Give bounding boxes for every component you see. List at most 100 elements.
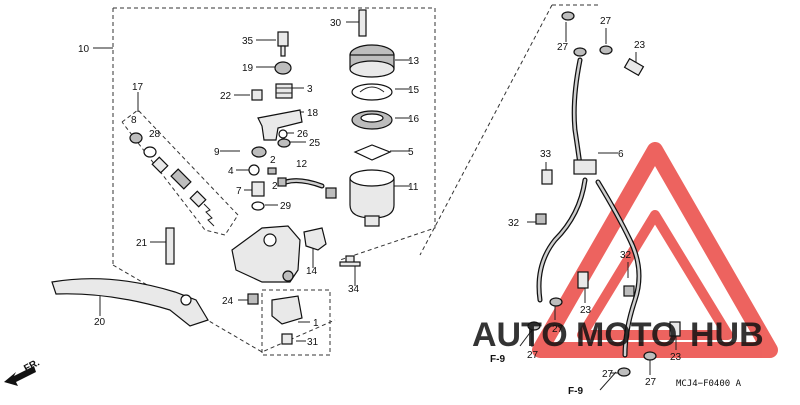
part-23-bolt-c xyxy=(669,321,681,337)
fr-label: FR. xyxy=(22,357,42,374)
callout-25: 25 xyxy=(309,138,321,149)
hose-joint xyxy=(573,159,597,175)
callout-8: 8 xyxy=(131,115,137,126)
drawing-code: MCJ4−F0400 A xyxy=(676,379,742,389)
part-15-detail xyxy=(359,86,385,93)
callout-1: 1 xyxy=(313,318,319,329)
callout-22: 22 xyxy=(220,91,232,102)
part-27-washer-e xyxy=(549,297,563,307)
subassembly-frame-1 xyxy=(261,289,331,356)
part-29-washer xyxy=(251,201,265,211)
part-11-rim xyxy=(349,169,395,187)
part-14-clamp xyxy=(303,227,327,251)
part-24-nut xyxy=(247,293,259,305)
part-27-washer-c xyxy=(599,45,613,55)
part-clip-c xyxy=(325,187,337,199)
callout-27a: 27 xyxy=(557,42,569,53)
callout-13: 13 xyxy=(408,56,420,67)
callout-34: 34 xyxy=(348,284,360,295)
part-21-bolt xyxy=(165,227,175,265)
part-16-detail xyxy=(360,113,384,123)
callout-17: 17 xyxy=(132,82,144,93)
callout-5: 5 xyxy=(408,147,414,158)
part-32-clamp-b xyxy=(623,285,635,297)
part-18-bracket xyxy=(257,109,303,141)
watermark-moto: MOTO xyxy=(576,316,677,354)
callout-31: 31 xyxy=(307,337,319,348)
hose-frame xyxy=(419,4,553,256)
part-35-bolt xyxy=(277,31,289,47)
part-27-washer-f xyxy=(617,367,631,377)
callout-15: 15 xyxy=(408,85,420,96)
part-9-grommet xyxy=(251,146,267,158)
callout-32b: 32 xyxy=(620,250,632,261)
callout-33: 33 xyxy=(540,149,552,160)
part-1-switch xyxy=(271,295,303,325)
callout-35: 35 xyxy=(242,36,254,47)
callout-2b: 2 xyxy=(272,181,278,192)
part-20-lever xyxy=(51,278,209,327)
watermark-text: AUTO MOTO HUB xyxy=(472,316,764,354)
callout-28: 28 xyxy=(149,129,161,140)
callout-23a: 23 xyxy=(634,40,646,51)
part-35-shank xyxy=(280,45,286,57)
callout-10: 10 xyxy=(78,44,90,55)
callout-27f: 27 xyxy=(645,377,657,388)
part-13-cap-bottom xyxy=(349,60,395,78)
watermark-hub: HUB xyxy=(690,316,764,354)
callout-3: 3 xyxy=(307,84,313,95)
part-32-clamp-a xyxy=(535,213,547,225)
part-33-bolt xyxy=(541,169,553,185)
watermark-triangle-inner xyxy=(577,210,733,340)
callout-29: 29 xyxy=(280,201,292,212)
callout-19: 19 xyxy=(242,63,254,74)
callout-23c: 23 xyxy=(670,352,682,363)
part-30-bolt xyxy=(358,9,367,37)
master-cylinder xyxy=(231,225,361,345)
front-arrow-icon xyxy=(4,366,36,386)
piston-spring xyxy=(203,203,215,227)
part-2-clip-b xyxy=(277,177,287,187)
watermark xyxy=(532,142,778,358)
part-3-spring xyxy=(275,83,293,99)
part-11-neck xyxy=(364,215,380,227)
part-19-cap xyxy=(274,61,292,75)
part-28-clip xyxy=(143,146,157,158)
assembly-frame-lower xyxy=(112,264,336,353)
part-15-plate xyxy=(351,83,393,101)
callout-30: 30 xyxy=(330,18,342,29)
part-23-bolt-b xyxy=(577,271,589,289)
subassembly-frame-17 xyxy=(121,109,239,236)
section-ref-f9b: F-9 xyxy=(568,386,583,397)
f9-arrow-b xyxy=(599,371,617,391)
callout-16: 16 xyxy=(408,114,420,125)
f9-arrow-a xyxy=(519,329,533,347)
callout-7: 7 xyxy=(236,186,242,197)
callout-21: 21 xyxy=(136,238,148,249)
callout-27d: 27 xyxy=(552,324,564,335)
assembly-frame-main xyxy=(113,7,436,261)
piston-kit xyxy=(129,132,215,265)
callout-20: 20 xyxy=(94,317,106,328)
callout-27b: 27 xyxy=(600,16,612,27)
part-7-joint xyxy=(251,181,265,197)
part-27-washer-d xyxy=(527,321,541,331)
callout-27c: 27 xyxy=(527,350,539,361)
reservoir-assembly xyxy=(349,9,395,227)
callout-24: 24 xyxy=(222,296,234,307)
part-27-washer-g xyxy=(643,351,657,361)
part-27-washer-a xyxy=(561,11,575,21)
part-10-body xyxy=(231,225,301,283)
part-27-washer-b xyxy=(573,47,587,57)
callout-6: 6 xyxy=(618,149,624,160)
callout-23b: 23 xyxy=(580,305,592,316)
part-22-screw xyxy=(251,89,263,101)
part-4-oring xyxy=(248,164,260,176)
callouts: 10 17 8 28 21 20 35 19 3 22 18 26 25 9 4… xyxy=(78,16,742,397)
brake-lever xyxy=(51,278,209,327)
piston-cup xyxy=(189,190,207,208)
brake-hoses xyxy=(519,11,681,391)
callout-2a: 2 xyxy=(270,155,276,166)
